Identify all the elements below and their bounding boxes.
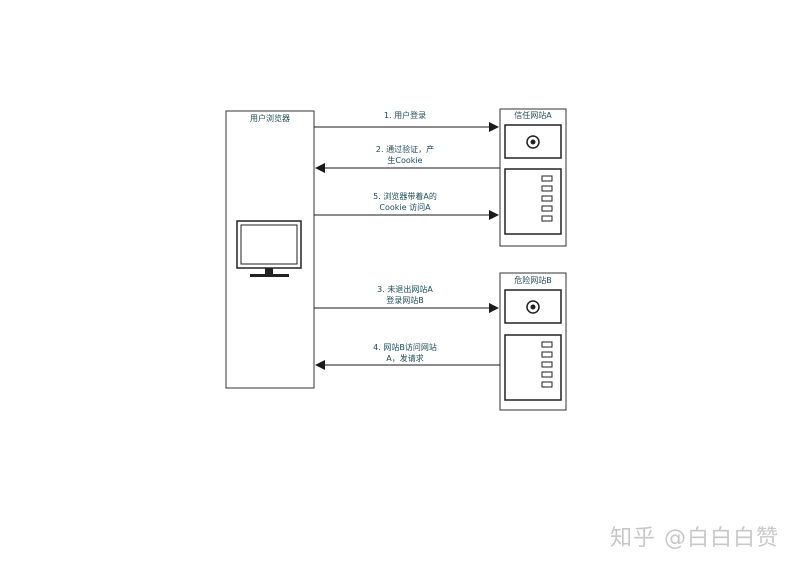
server-a-title: 信任网站A (514, 111, 552, 120)
arrow-4-label: 4. 网站B访问网站 A，发请求 (373, 343, 437, 363)
arrow-1-label: 1. 用户登录 (383, 111, 427, 120)
server-b-title: 危险网站B (514, 276, 552, 285)
server-b-icon (499, 272, 567, 411)
server-a-icon (499, 108, 567, 247)
arrow-3-label: 3. 未退出网站A 登录网站B (377, 285, 433, 305)
arrow-2-label: 2. 通过验证，产 生Cookie (375, 145, 435, 165)
monitor-icon (236, 220, 302, 277)
browser-title: 用户浏览器 (250, 114, 290, 123)
arrow-5-label: 5. 浏览器带着A的 Cookie 访问A (373, 192, 437, 212)
watermark: 知乎 @白白白赞 (610, 526, 779, 551)
